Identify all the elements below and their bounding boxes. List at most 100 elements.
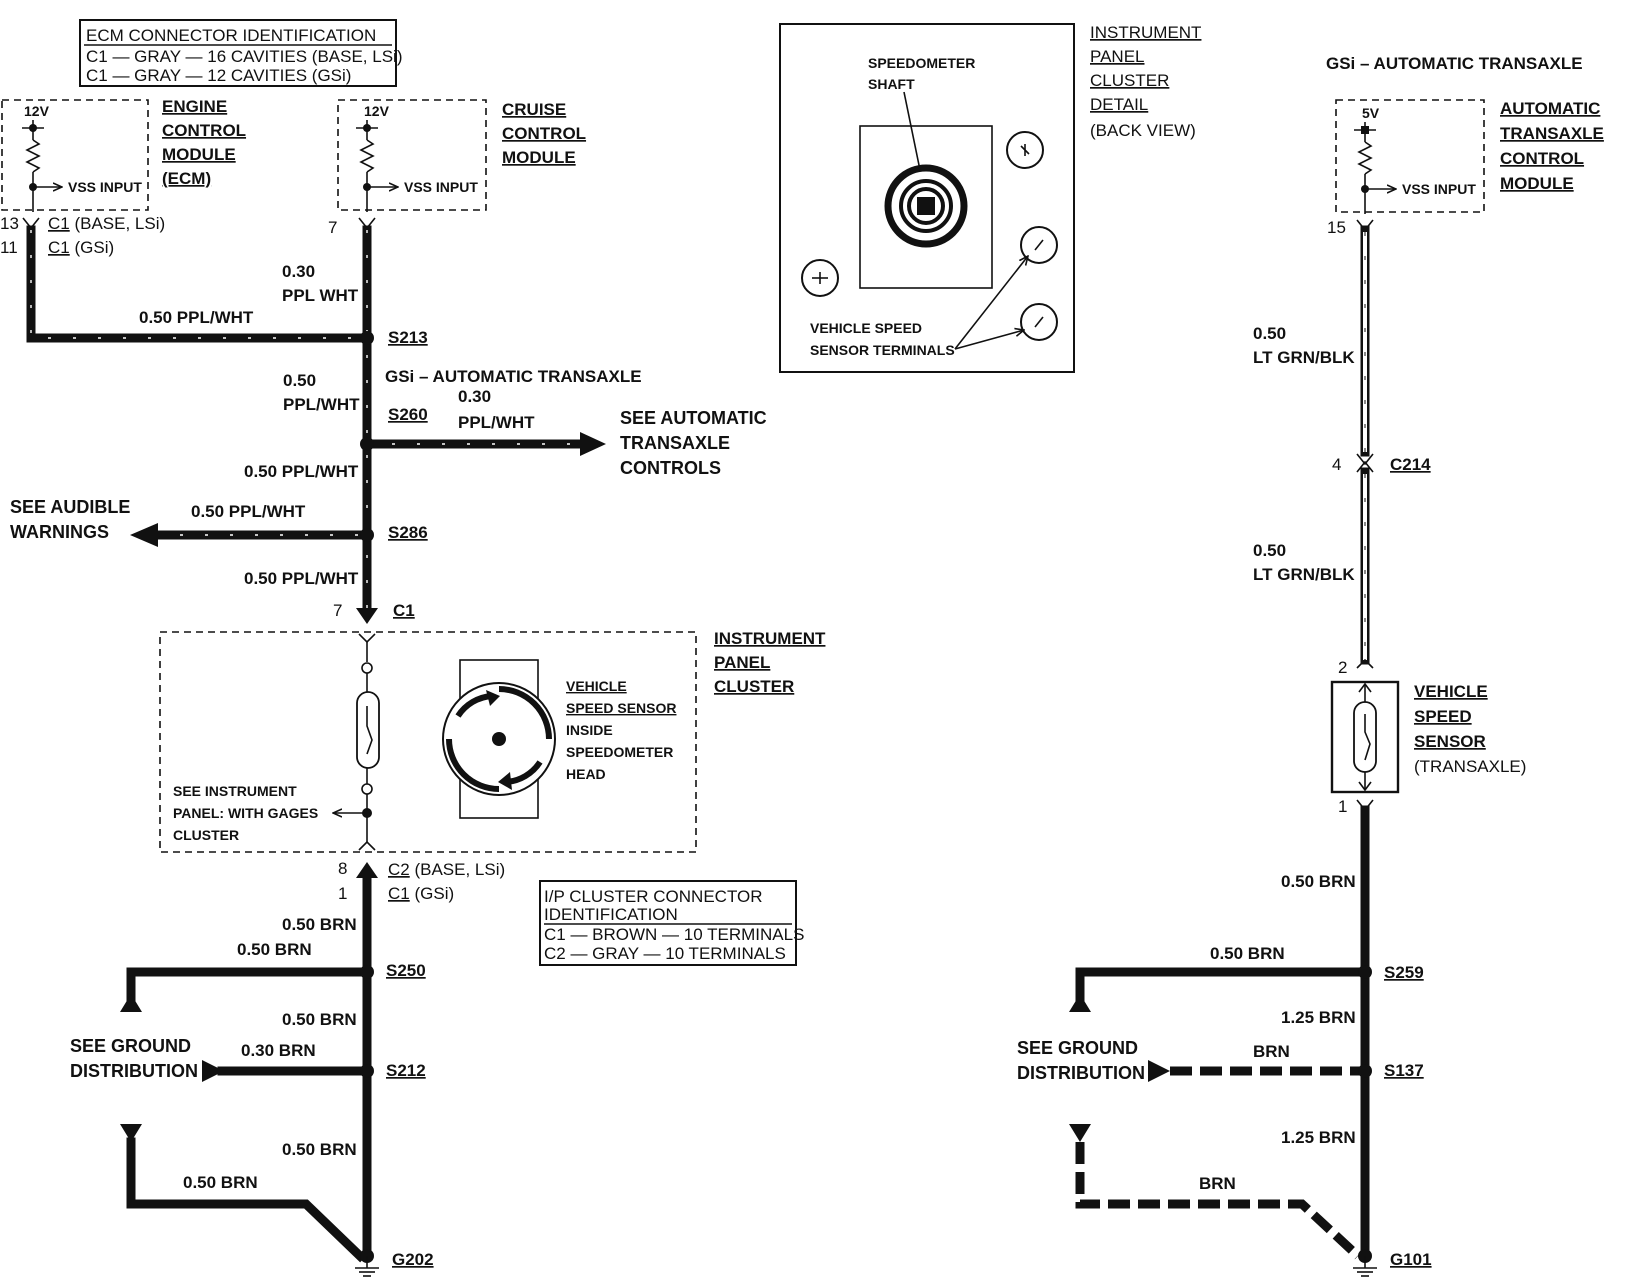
see-audible-1[interactable]: SEE AUDIBLE [10,497,130,517]
ecm-pullup-resistor-icon [25,139,41,173]
left-ground-circuit [120,862,379,1277]
see-instrument-panel-2[interactable]: PANEL: WITH GAGES [173,805,318,821]
ecm-conn-base-note: (BASE, LSi) [74,214,165,233]
trans-vss-label-2: SPEED [1414,707,1472,726]
wire-cruise-label-1: 0.30 [282,262,315,281]
ip-connector-id-line1: C1 — BROWN — 10 TERMINALS [544,925,804,944]
see-transaxle-2[interactable]: TRANSAXLE [620,433,730,453]
transaxle-vehicle-speed-sensor [1330,680,1400,794]
cluster-vss-label-2: SPEED SENSOR [566,700,676,716]
splice-s260-dot [360,437,374,451]
ecm-conn-gsi: C1 (GSi) [48,238,114,257]
wire-s286-c1-label: 0.50 PPL/WHT [244,569,359,588]
wire-brn-r1: 0.50 BRN [1281,872,1356,891]
ecm-label-4: (ECM) [162,169,211,188]
ecm-voltage: 12V [24,103,50,119]
tcm-voltage: 5V [1362,105,1380,121]
wire-ecm-label: 0.50 PPL/WHT [139,308,254,327]
transaxle-control-module: 5V VSS INPUT [1335,99,1485,214]
cluster-label-2: PANEL [714,653,770,672]
tcm-label-3: CONTROL [1500,149,1584,168]
see-instrument-panel-1[interactable]: SEE INSTRUMENT [173,783,297,799]
wire-s213-s260-label-1: 0.50 [283,371,316,390]
connector-c2-id: C2 [388,860,410,879]
c1-pin-7: 7 [333,601,342,620]
speedometer-head-magnet-icon [442,659,556,819]
see-instrument-panel-3[interactable]: CLUSTER [173,827,239,843]
splice-s212-dot [360,1064,374,1078]
vss-pin-2: 2 [1338,658,1347,677]
wire-brn-s137: BRN [1253,1042,1290,1061]
connector-c1-gsi-id: C1 [388,884,410,903]
wire-brn-r2: 1.25 BRN [1281,1008,1356,1027]
tcm-label-2: TRANSAXLE [1500,124,1604,143]
splice-s286-dot [360,528,374,542]
wire-s260-s286-label: 0.50 PPL/WHT [244,462,359,481]
cruise-voltage: 12V [364,103,390,119]
cruise-vss-input: VSS INPUT [404,179,478,195]
wire-brn-r-bottom: BRN [1199,1174,1236,1193]
right-ground-down-arrow-icon [1069,1124,1091,1142]
wire-brn-bottom: 0.50 BRN [183,1173,258,1192]
gsi-transaxle-note: GSi – AUTOMATIC TRANSAXLE [385,367,642,386]
wire-cruise-label-2: PPL WHT [282,286,359,305]
ground-g101: G101 [1390,1250,1432,1269]
ground-down-arrow-icon [120,1124,142,1142]
vss-pin-1: 1 [1338,797,1347,816]
ecm-label-1: ENGINE [162,97,227,116]
ecm-connector-id-title: ECM CONNECTOR IDENTIFICATION [86,26,376,45]
ecm-pin-base: 13 [0,214,19,233]
trans-vss-label-1: VEHICLE [1414,682,1488,701]
right-ground-right-arrow-icon [1148,1060,1170,1082]
ground-up-arrow-icon [120,994,142,1012]
wire-brn-s212: 0.30 BRN [241,1041,316,1060]
see-transaxle-1[interactable]: SEE AUTOMATIC [620,408,767,428]
trans-vss-label-3: SENSOR [1414,732,1486,751]
wire-audible-label: 0.50 PPL/WHT [191,502,306,521]
ip-connector-id-title: I/P CLUSTER CONNECTOR [544,887,763,906]
instrument-panel-cluster-detail: SPEEDOMETER SHAFT VEHICLE SPEED SENSOR T… [779,23,1075,373]
wire-brn-s250: 0.50 BRN [237,940,312,959]
c2-pin-8: 8 [338,859,347,878]
see-ground-right-2[interactable]: DISTRIBUTION [1017,1063,1145,1083]
splice-s250: S250 [386,961,426,980]
detail-label-1: INSTRUMENT [1090,23,1201,42]
wire-brn-r3: 1.25 BRN [1281,1128,1356,1147]
ip-connector-id-title2: IDENTIFICATION [544,905,678,924]
tcm-pin-15: 15 [1327,218,1346,237]
lt-grn-blk-circuit [1356,219,1374,669]
right-title: GSi – AUTOMATIC TRANSAXLE [1326,54,1583,73]
cluster-vss-label-1: VEHICLE [566,678,627,694]
cruise-label-3: MODULE [502,148,576,167]
see-transaxle-3[interactable]: CONTROLS [620,458,721,478]
splice-s137-dot [1358,1064,1372,1078]
detail-terminals-label-2: SENSOR TERMINALS [810,342,955,358]
wire-s213-s260-label-2: PPL/WHT [283,395,360,414]
wire-ltgrn-2-label-2: LT GRN/BLK [1253,565,1355,584]
ecm-conn-base: C1 (BASE, LSi) [48,214,165,233]
tcm-pullup-resistor-icon [1357,141,1373,175]
ecm-connector-id-line1: C1 — GRAY — 16 CAVITIES (BASE, LSi) [86,47,402,66]
cruise-pin: 7 [328,218,337,237]
transaxle-reed-switch-icon [1353,701,1377,773]
see-audible-2[interactable]: WARNINGS [10,522,109,542]
cluster-label-1: INSTRUMENT [714,629,826,648]
right-ground-up-arrow-icon [1069,994,1091,1012]
splice-s137: S137 [1384,1061,1424,1080]
splice-s213-dot [360,331,374,345]
detail-shaft-label-2: SHAFT [868,76,915,92]
splice-s250-dot [360,965,374,979]
vss-terminal-1-icon [1020,226,1058,264]
see-ground-right-1[interactable]: SEE GROUND [1017,1038,1138,1058]
ecm-label-3: MODULE [162,145,236,164]
wire-trans-label-2: PPL/WHT [458,413,535,432]
ecm-pin-gsi: 11 [0,238,18,257]
tcm-label-4: MODULE [1500,174,1574,193]
see-ground-left-2[interactable]: DISTRIBUTION [70,1061,198,1081]
splice-s259-dot [1358,965,1372,979]
splice-s213: S213 [388,328,428,347]
detail-label-2: PANEL [1090,47,1145,66]
see-ground-left-1[interactable]: SEE GROUND [70,1036,191,1056]
connector-c2-note: (BASE, LSi) [414,860,505,879]
see-transaxle-arrow-icon [580,432,606,456]
